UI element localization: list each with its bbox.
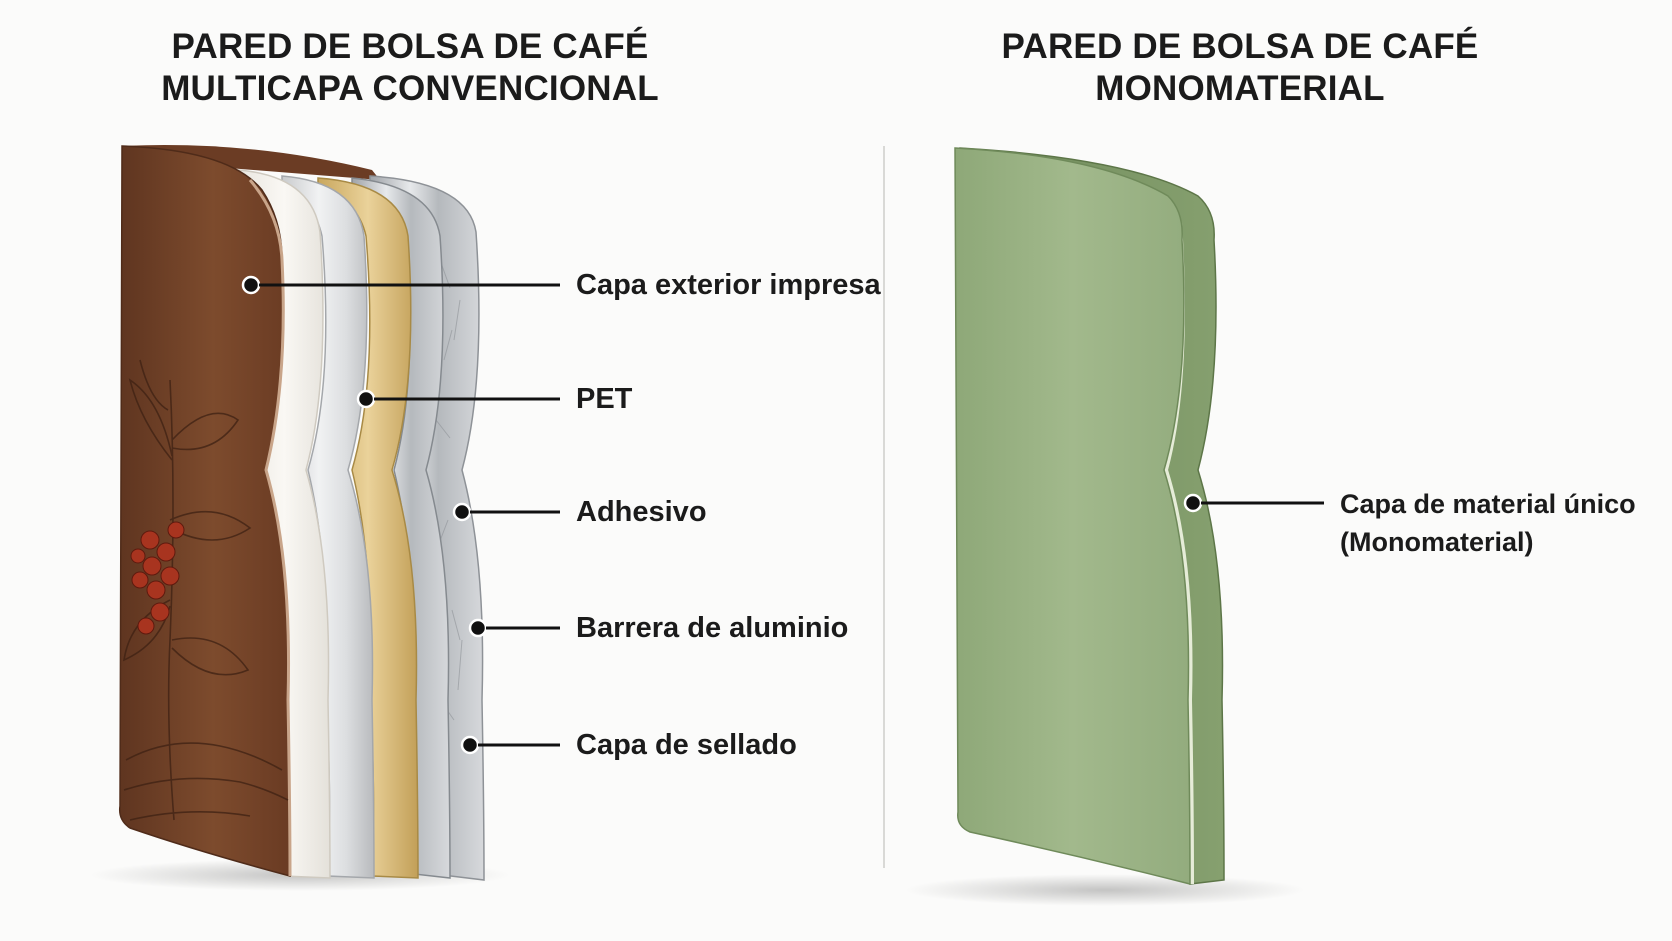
callout-pet bbox=[356, 389, 560, 409]
left-panel-title: PARED DE BOLSA DE CAFÉ MULTICAPA CONVENC… bbox=[90, 26, 730, 110]
right-shadow bbox=[905, 874, 1305, 906]
label-pet: PET bbox=[576, 383, 633, 415]
label-printed-outer: Capa exterior impresa bbox=[576, 269, 881, 301]
left-title-line-1: PARED DE BOLSA DE CAFÉ bbox=[171, 27, 649, 66]
panel-divider bbox=[883, 146, 885, 868]
callout-adhesive bbox=[452, 502, 560, 522]
monomaterial-wall bbox=[954, 147, 1225, 885]
right-title-line-1: PARED DE BOLSA DE CAFÉ bbox=[1001, 27, 1479, 66]
layer-pet bbox=[281, 175, 375, 879]
right-panel-title: PARED DE BOLSA DE CAFÉ MONOMATERIAL bbox=[900, 26, 1580, 110]
mono-front-sheet bbox=[954, 147, 1191, 885]
label-monomaterial-line-1: Capa de material único bbox=[1340, 489, 1636, 519]
label-monomaterial-line-2: (Monomaterial) bbox=[1340, 527, 1534, 557]
callout-sealant bbox=[460, 735, 560, 755]
callout-printed-outer bbox=[241, 275, 560, 295]
label-adhesive: Adhesivo bbox=[576, 496, 707, 528]
coffee-plant-artwork bbox=[122, 359, 289, 821]
left-title-line-2: MULTICAPA CONVENCIONAL bbox=[161, 69, 659, 108]
multilayer-wall bbox=[118, 145, 485, 881]
coffee-cherries bbox=[130, 521, 185, 635]
label-aluminum: Barrera de aluminio bbox=[576, 612, 849, 644]
callout-monomaterial bbox=[1183, 493, 1324, 513]
layer-adhesive bbox=[317, 177, 419, 879]
brown-edge-highlight bbox=[248, 179, 292, 877]
right-title-line-2: MONOMATERIAL bbox=[1095, 69, 1385, 108]
label-monomaterial: Capa de material único (Monomaterial) bbox=[1340, 485, 1636, 561]
label-sealant: Capa de sellado bbox=[576, 729, 797, 761]
callout-aluminum bbox=[468, 618, 560, 638]
